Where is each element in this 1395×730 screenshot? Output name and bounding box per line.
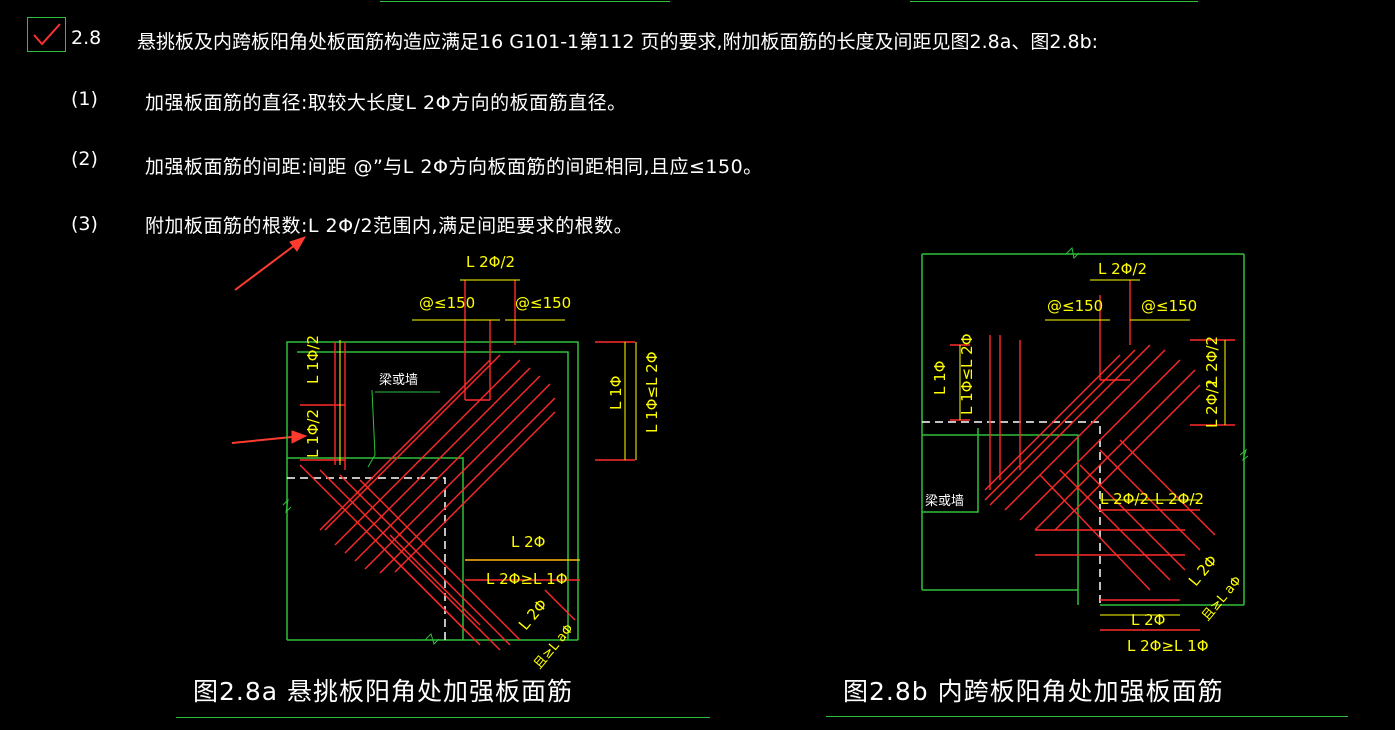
- fig-b-spacing-right: @≤150: [1141, 297, 1198, 315]
- section-heading: 悬挑板及内跨板阳角处板面筋构造应满足16 G101-1第112 页的要求,附加板…: [137, 31, 1099, 53]
- top-rule-left: [380, 1, 670, 2]
- fig-b-right-dim-bottom: L 2Φ/2: [1203, 378, 1221, 428]
- item-text-3: 附加板面筋的根数:L 2Φ/2范围内,满足间距要求的根数。: [145, 215, 634, 237]
- item-index-1: (1): [71, 88, 98, 110]
- figure-a-caption: 图2.8a 悬挑板阳角处加强板面筋: [193, 677, 574, 706]
- checkbox[interactable]: [27, 17, 66, 52]
- fig-b-left-dim-b: L 1Φ≤L 2Φ: [958, 333, 976, 415]
- fig-b-bottom-dim: L 2Φ: [1131, 611, 1166, 629]
- fig-a-bottom-dim: L 2Φ: [511, 533, 546, 551]
- fig-a-top-dim: L 2Φ/2: [466, 253, 516, 271]
- figure-b-caption-rule: [826, 716, 1348, 717]
- annotation-arrows: [231, 236, 308, 444]
- figure-b-dimensions: [959, 279, 1226, 616]
- section-number: 2.8: [71, 27, 102, 49]
- fig-b-left-dim-a: L 1Φ: [931, 360, 949, 395]
- fig-a-bottom-cond: L 2Φ≥L 1Φ: [486, 570, 568, 588]
- top-rule-right: [910, 1, 1198, 2]
- figure-a-outline: [282, 341, 579, 645]
- fig-b-top-dim: L 2Φ/2: [1098, 260, 1148, 278]
- figure-b-rebar: [950, 280, 1235, 631]
- figure-a-dimensions: [339, 279, 637, 561]
- figure-b-outline: [921, 246, 1249, 606]
- fig-b-bottom-cond: L 2Φ≥L 1Φ: [1127, 637, 1209, 655]
- figure-b-caption: 图2.8b 内跨板阳角处加强板面筋: [843, 677, 1224, 706]
- fig-b-mid-dim-left: L 2Φ/2: [1100, 490, 1150, 508]
- item-text-2: 加强板面筋的间距:间距 @”与L 2Φ方向板面筋的间距相同,且应≤150。: [145, 156, 763, 178]
- figure-a-rebar: [299, 280, 635, 651]
- item-text-1: 加强板面筋的直径:取较大长度L 2Φ方向的板面筋直径。: [145, 92, 627, 114]
- fig-b-spacing-left: @≤150: [1047, 297, 1104, 315]
- fig-a-spacing-left: @≤150: [419, 294, 476, 312]
- checkmark-icon: [33, 23, 61, 46]
- fig-a-spacing-right: @≤150: [515, 294, 572, 312]
- item-index-2: (2): [71, 148, 98, 170]
- item-index-3: (3): [71, 213, 98, 235]
- fig-a-beam-label: 梁或墙: [379, 373, 419, 388]
- fig-b-beam-label: 梁或墙: [925, 494, 965, 509]
- fig-b-right-dim-top: L 2Φ/2: [1203, 335, 1221, 385]
- fig-b-mid-dim-right: L 2Φ/2: [1155, 490, 1205, 508]
- figure-a-caption-rule: [176, 717, 710, 718]
